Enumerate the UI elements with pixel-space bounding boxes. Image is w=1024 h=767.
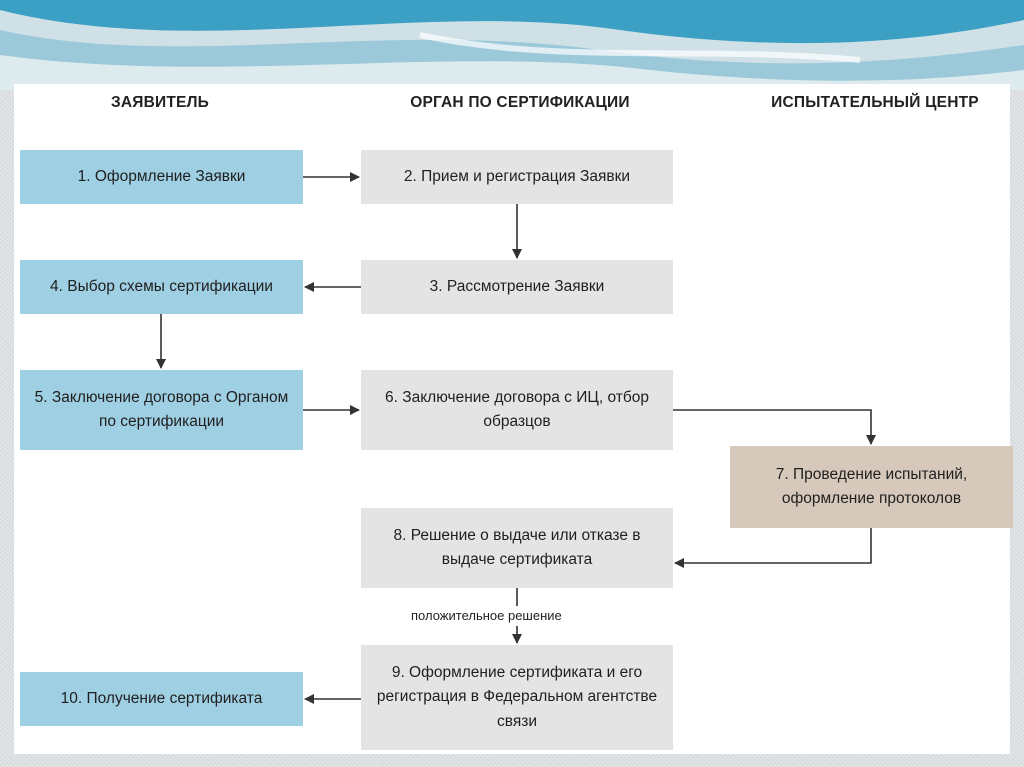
- column-header-test-center: ИСПЫТАТЕЛЬНЫЙ ЦЕНТР: [771, 94, 979, 111]
- step-7-box: 7. Проведение испытаний, оформление прот…: [730, 446, 1013, 528]
- decorative-wave-banner: [0, 0, 1024, 90]
- step-8-box: 8. Решение о выдаче или отказе в выдаче …: [361, 508, 673, 588]
- step-8-label: 8. Решение о выдаче или отказе в выдаче …: [393, 526, 641, 568]
- step-2-label: 2. Прием и регистрация Заявки: [403, 167, 631, 185]
- column-header-applicant: ЗАЯВИТЕЛЬ: [110, 94, 209, 111]
- column-header-cert-body: ОРГАН ПО СЕРТИФИКАЦИИ: [410, 94, 630, 111]
- step-2-box: 2. Прием и регистрация Заявки: [361, 150, 673, 204]
- step-5-label: 5. Заключение договора с Органом по серт…: [34, 388, 289, 430]
- step-6-label: 6. Заключение договора с ИЦ, отбор образ…: [385, 388, 649, 430]
- step-5-box: 5. Заключение договора с Органом по серт…: [20, 370, 303, 450]
- step-3-box: 3. Рассмотрение Заявки: [361, 260, 673, 314]
- step-7-label: 7. Проведение испытаний, оформление прот…: [775, 465, 968, 507]
- step-1-box: 1. Оформление Заявки: [20, 150, 303, 204]
- step-9-box: 9. Оформление сертификата и его регистра…: [361, 645, 673, 750]
- step-1-label: 1. Оформление Заявки: [77, 167, 246, 185]
- step-10-label: 10. Получение сертификата: [60, 689, 263, 707]
- step-3-label: 3. Рассмотрение Заявки: [429, 277, 605, 295]
- step-4-label: 4. Выбор схемы сертификации: [50, 277, 273, 295]
- step-6-box: 6. Заключение договора с ИЦ, отбор образ…: [361, 370, 673, 450]
- step-4-box: 4. Выбор схемы сертификации: [20, 260, 303, 314]
- step-10-box: 10. Получение сертификата: [20, 672, 303, 726]
- step-9-label: 9. Оформление сертификата и его регистра…: [376, 664, 658, 730]
- edge-label-positive-decision: положительное решение: [408, 608, 565, 623]
